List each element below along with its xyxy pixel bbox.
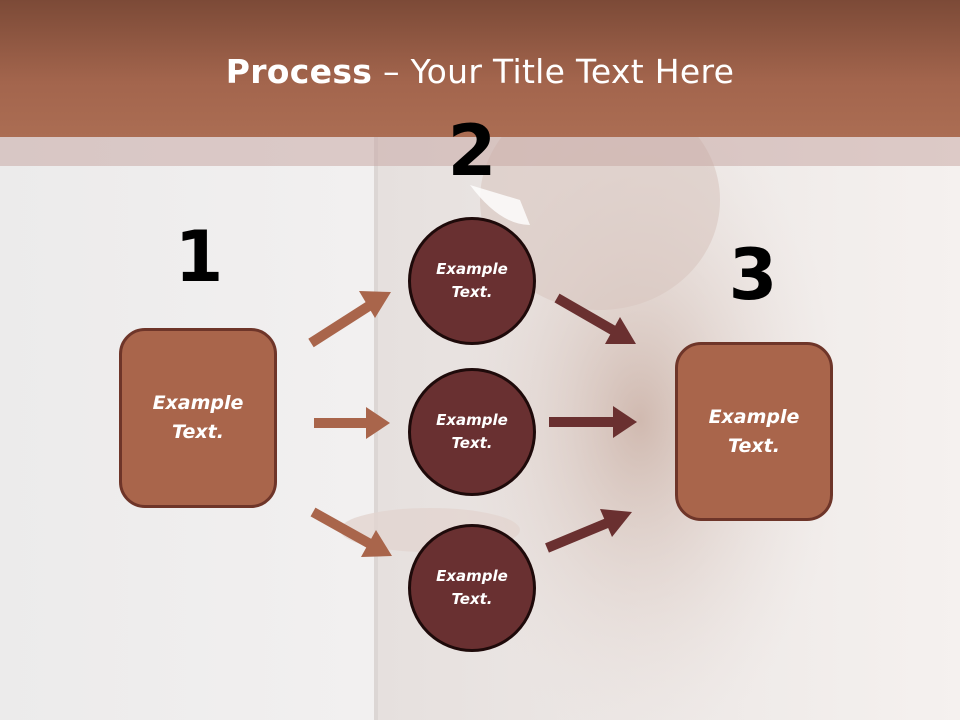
left-box: Example Text.	[119, 328, 277, 508]
circle-bottom: Example Text.	[408, 524, 536, 652]
circle-top: Example Text.	[408, 217, 536, 345]
right-box: Example Text.	[675, 342, 833, 521]
slide-title-bold: Process	[225, 52, 373, 91]
title-strip	[0, 137, 960, 166]
title-bar	[0, 0, 960, 137]
slide-title-rest: – Your Title Text Here	[372, 52, 735, 91]
step-number-1: 1	[174, 216, 224, 298]
circle-middle: Example Text.	[408, 368, 536, 496]
slide-title: Process – Your Title Text Here	[0, 52, 960, 91]
step-number-3: 3	[728, 234, 778, 316]
step-number-2: 2	[447, 110, 497, 192]
